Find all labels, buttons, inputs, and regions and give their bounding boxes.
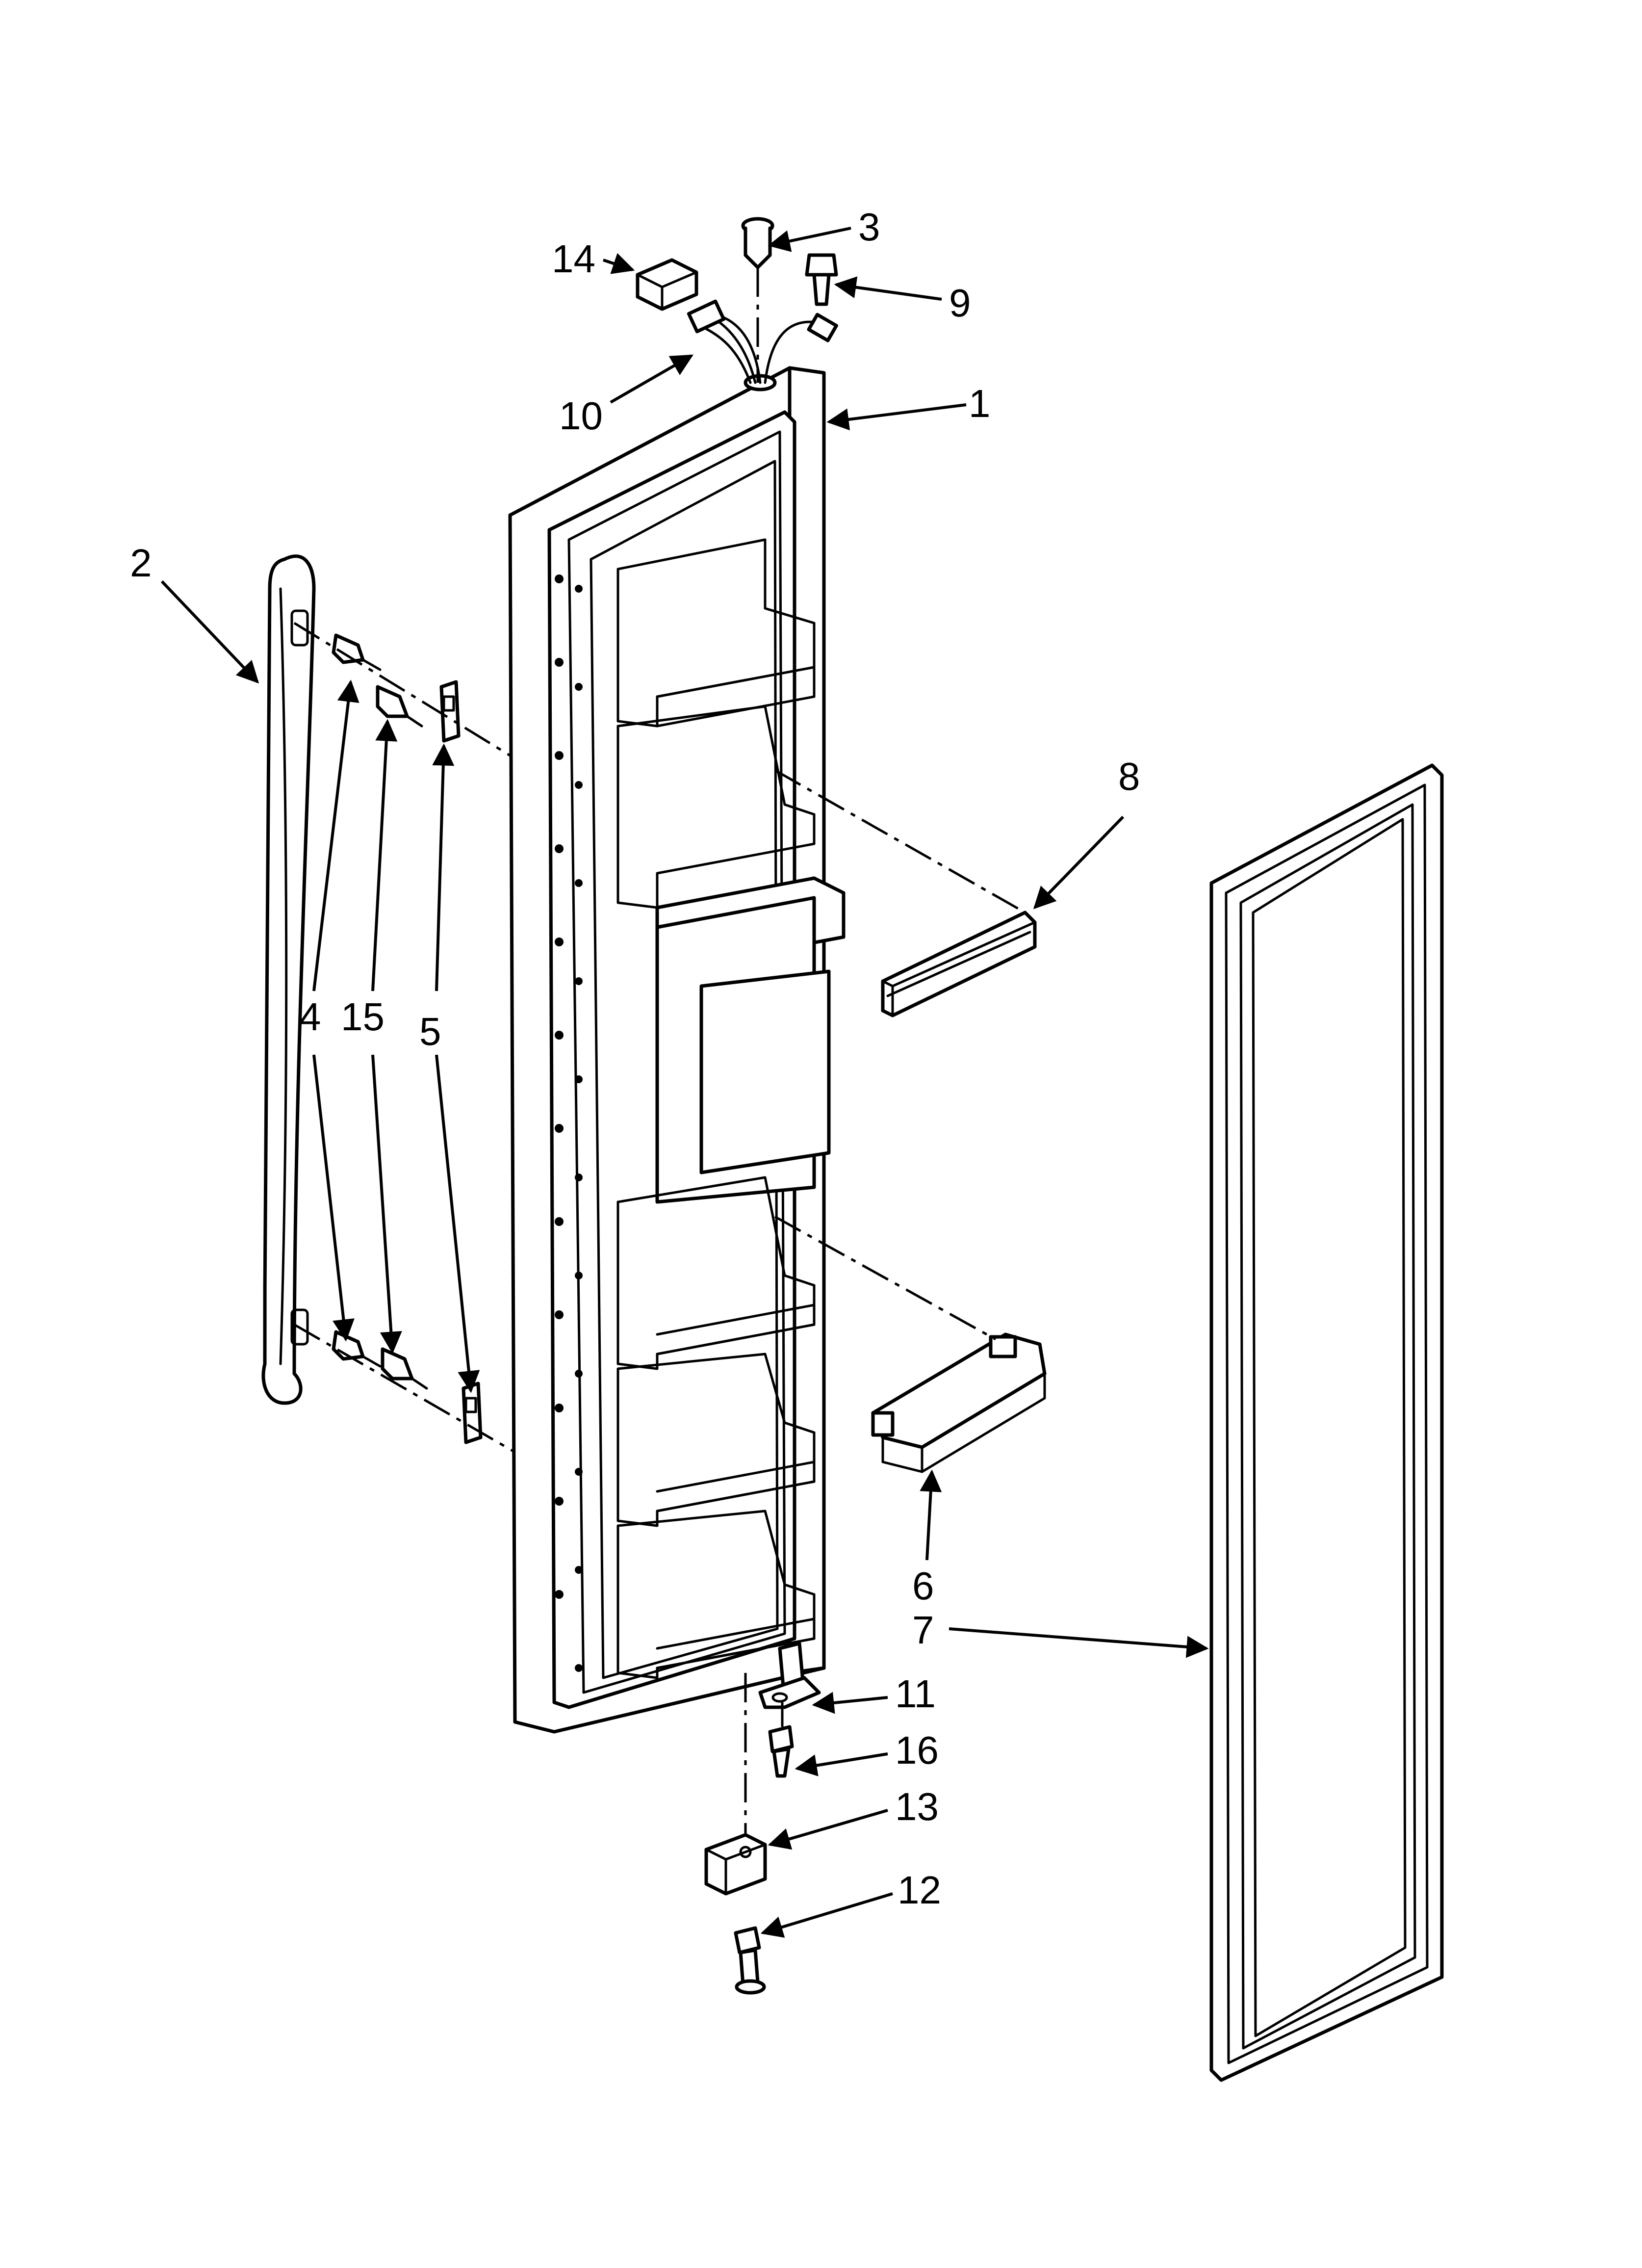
callout-leaders [160,227,1209,1938]
callout-10: 10 [559,394,603,438]
door-liner-shelves [616,538,846,1679]
door-switch-part-3 [741,217,774,269]
callout-8: 8 [1118,755,1140,798]
callout-14: 14 [552,237,595,281]
callout-11: 11 [895,1672,936,1716]
screw-part-16 [768,1725,794,1778]
callout-7: 7 [912,1608,934,1652]
assembly-line-handle-bottom [293,1323,516,1454]
screw-part-9 [805,253,838,306]
callout-15: 15 [341,995,385,1039]
hinge-bracket-part-13 [704,1833,767,1896]
callout-2: 2 [130,541,152,585]
gasket-part-7 [1209,763,1444,2082]
callout-6: 6 [912,1564,934,1608]
callout-4: 4 [299,995,321,1039]
callout-3: 3 [858,205,880,249]
handle-part-2 [261,554,316,1405]
callout-13: 13 [895,1785,939,1828]
callout-9: 9 [949,281,971,325]
connector-part-14 [636,258,698,311]
door-liner-inner [590,460,779,1679]
assembly-line-trim [774,769,1026,914]
door-liner-edge [567,430,786,1694]
assembly-line-handle-top [293,622,511,757]
callout-5: 5 [419,1010,441,1053]
bin-part-6 [871,1332,1047,1473]
trim-part-8 [881,911,1037,1017]
handle-studs-part-15 [376,685,428,1390]
callout-1: 1 [969,382,991,425]
door-assembly [508,366,846,1734]
screw-part-12 [734,1926,766,1995]
callout-12: 12 [898,1868,941,1912]
hinge-pin-part-11 [758,1642,821,1709]
handle-clips-part-5 [439,680,483,1444]
wire-harness-part-10 [687,299,838,384]
callout-labels: 1 2 3 4 5 6 7 8 9 10 11 12 13 14 15 16 [130,205,1140,1912]
door-rivets [555,574,583,1672]
callout-16: 16 [895,1728,939,1772]
assembly-line-bin [774,1215,997,1341]
